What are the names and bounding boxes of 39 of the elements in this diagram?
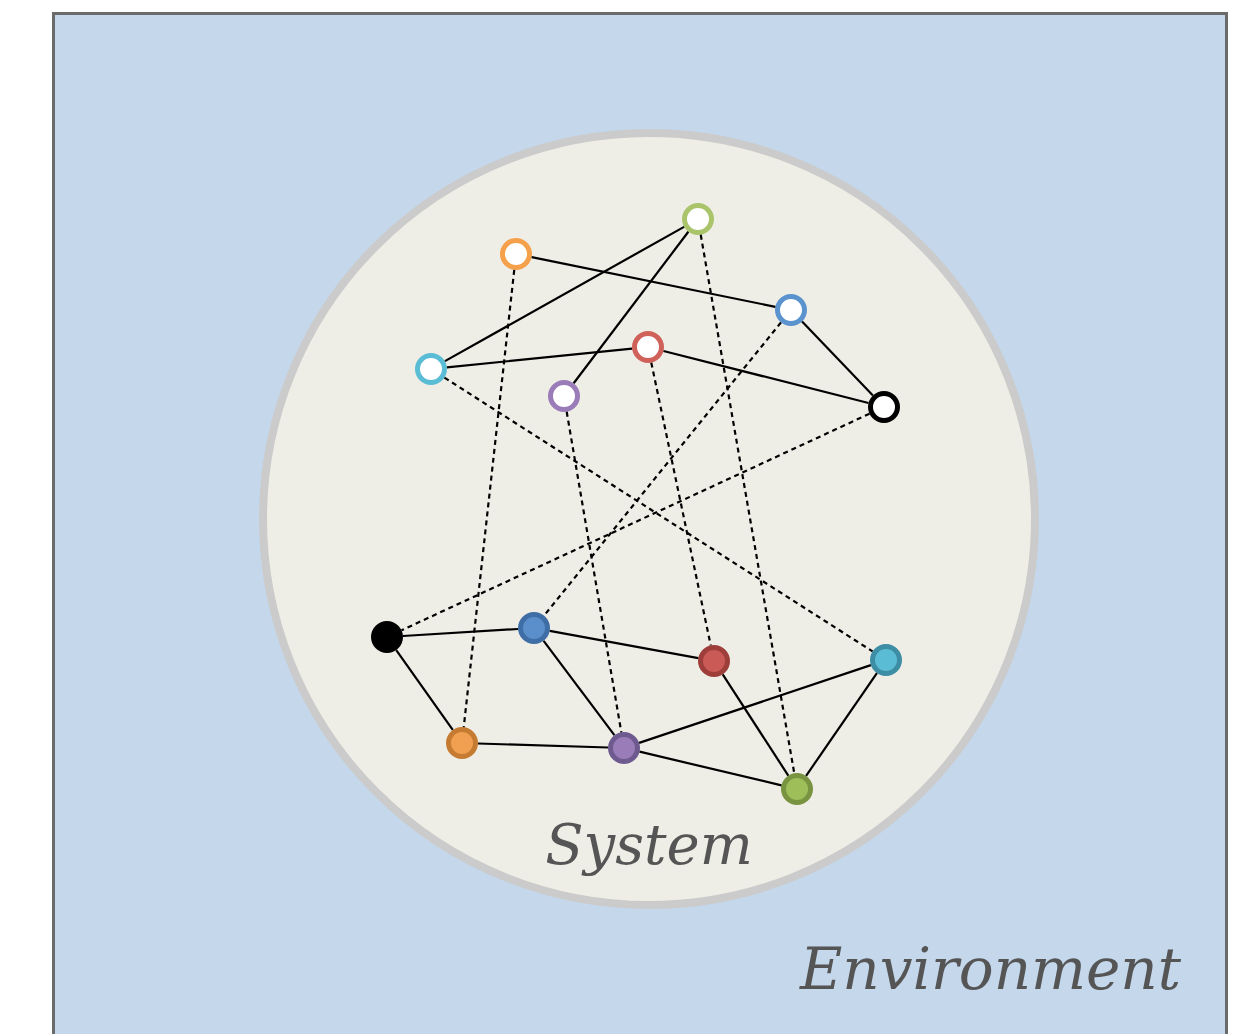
circle-node (868, 391, 900, 423)
dashed-connector (650, 362, 712, 646)
circle-node (415, 353, 447, 385)
circle-node (446, 727, 478, 759)
environment-box (52, 12, 1228, 1034)
connector-line (549, 629, 699, 660)
dashed-connector (443, 376, 874, 653)
dashed-connector (565, 411, 623, 733)
connector-line (801, 320, 874, 397)
system-label: System (545, 812, 753, 877)
circle-node (682, 203, 714, 235)
circle-node (371, 621, 403, 653)
connector-line (639, 750, 782, 787)
connector-line (721, 673, 790, 777)
circle-node (775, 294, 807, 326)
connector-line (446, 347, 633, 369)
dashed-connector (462, 269, 516, 728)
connector-line (572, 231, 690, 384)
circle-node (632, 331, 664, 363)
circle-node (500, 238, 532, 270)
circle-node (781, 773, 813, 805)
dashed-connector (401, 412, 870, 632)
connector-line (531, 256, 776, 308)
circle-node (698, 645, 730, 677)
dashed-connector (699, 234, 796, 774)
connector-line (805, 672, 878, 777)
connector-line (395, 649, 454, 731)
connector-line (477, 742, 609, 749)
circle-node (548, 380, 580, 412)
environment-label: Environment (800, 935, 1181, 1003)
connector-line (542, 640, 616, 736)
connector-line (663, 349, 869, 405)
dashed-connector (543, 321, 782, 617)
circle-node (608, 732, 640, 764)
circle-node (518, 612, 550, 644)
connector-line (638, 664, 872, 744)
connector-line (402, 627, 519, 638)
connector-line (444, 225, 685, 363)
circle-node (870, 644, 902, 676)
